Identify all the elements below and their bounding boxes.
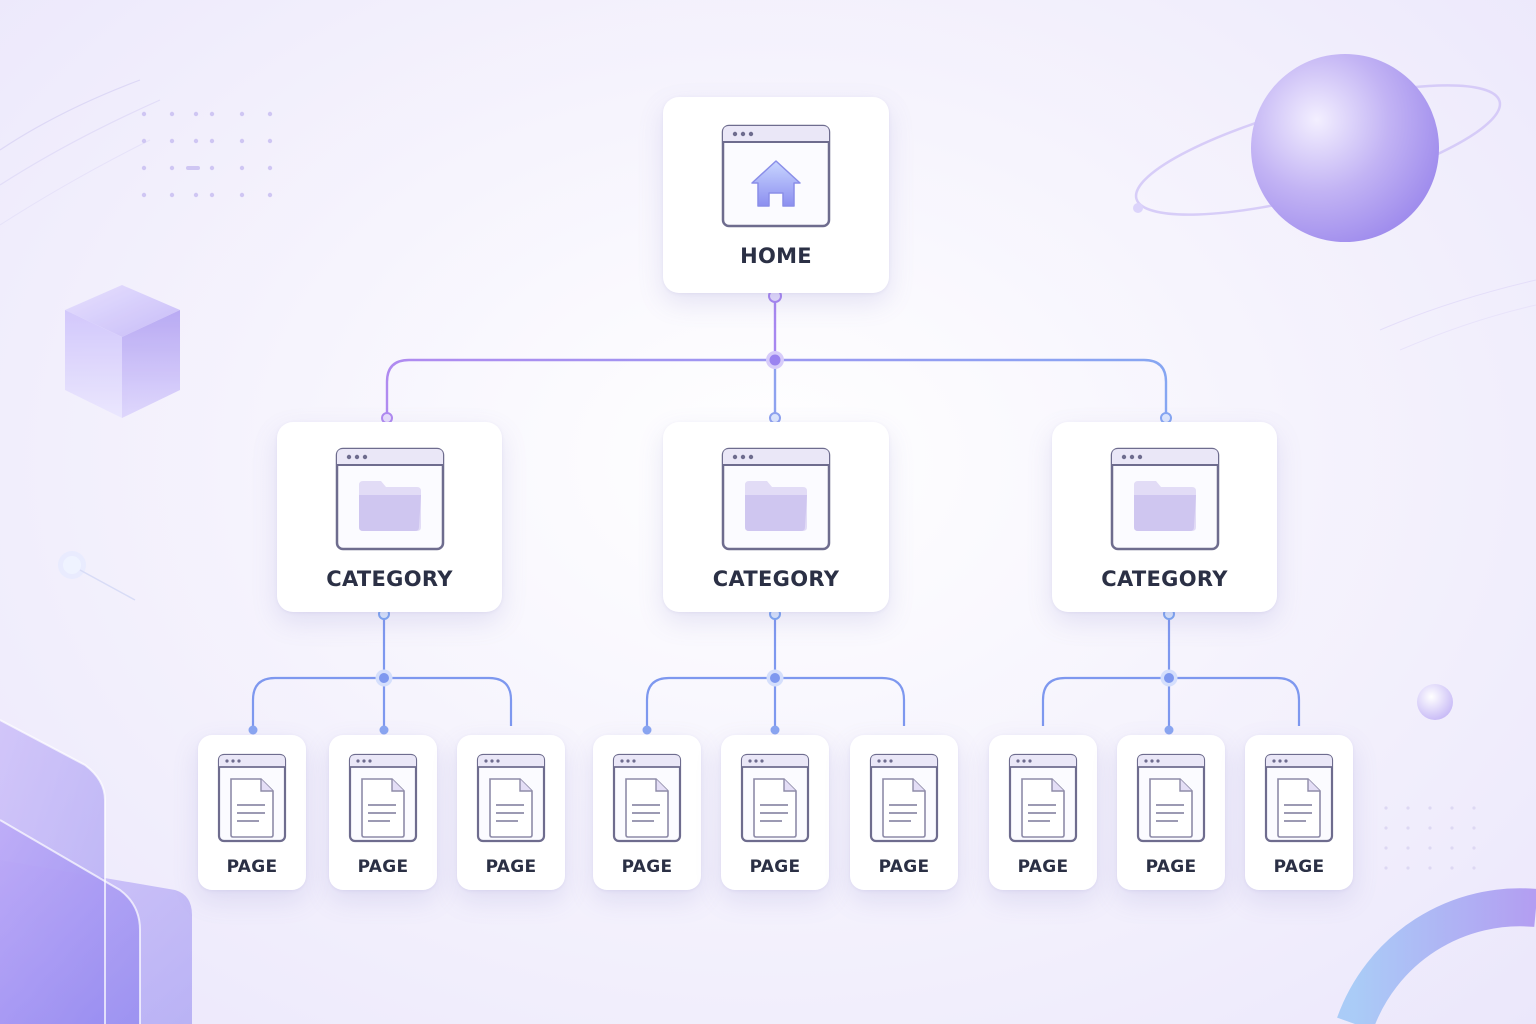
page-label: PAGE: [878, 857, 930, 877]
document-icon: [348, 753, 418, 843]
document-icon: [217, 753, 287, 843]
page-label: PAGE: [1145, 857, 1197, 877]
category-label: CATEGORY: [326, 567, 453, 591]
page-label: PAGE: [357, 857, 409, 877]
page-label: PAGE: [1273, 857, 1325, 877]
category-label: CATEGORY: [712, 567, 840, 591]
page-label: PAGE: [226, 857, 278, 877]
document-icon: [1264, 753, 1334, 843]
document-icon: [476, 753, 546, 843]
page-node-2-3[interactable]: PAGE: [850, 735, 958, 890]
page-label: PAGE: [485, 857, 537, 877]
page-node-3-3[interactable]: PAGE: [1245, 735, 1353, 890]
document-icon: [740, 753, 810, 843]
page-label: PAGE: [621, 857, 673, 877]
home-icon: [721, 124, 831, 228]
category-label: CATEGORY: [1101, 567, 1228, 591]
folder-icon: [1110, 447, 1219, 551]
home-label: HOME: [740, 244, 812, 268]
page-node-3-2[interactable]: PAGE: [1117, 735, 1225, 890]
folder-icon: [721, 447, 831, 551]
home-node[interactable]: HOME: [663, 97, 889, 293]
page-node-1-3[interactable]: PAGE: [457, 735, 565, 890]
page-node-2-2[interactable]: PAGE: [721, 735, 829, 890]
category-node-2[interactable]: CATEGORY: [663, 422, 889, 612]
folder-icon: [335, 447, 444, 551]
document-icon: [1008, 753, 1078, 843]
page-label: PAGE: [1017, 857, 1069, 877]
page-node-1-1[interactable]: PAGE: [198, 735, 306, 890]
page-node-3-1[interactable]: PAGE: [989, 735, 1097, 890]
document-icon: [869, 753, 939, 843]
category-node-3[interactable]: CATEGORY: [1052, 422, 1277, 612]
page-node-1-2[interactable]: PAGE: [329, 735, 437, 890]
page-node-2-1[interactable]: PAGE: [593, 735, 701, 890]
page-label: PAGE: [749, 857, 801, 877]
document-icon: [612, 753, 682, 843]
category-node-1[interactable]: CATEGORY: [277, 422, 502, 612]
document-icon: [1136, 753, 1206, 843]
